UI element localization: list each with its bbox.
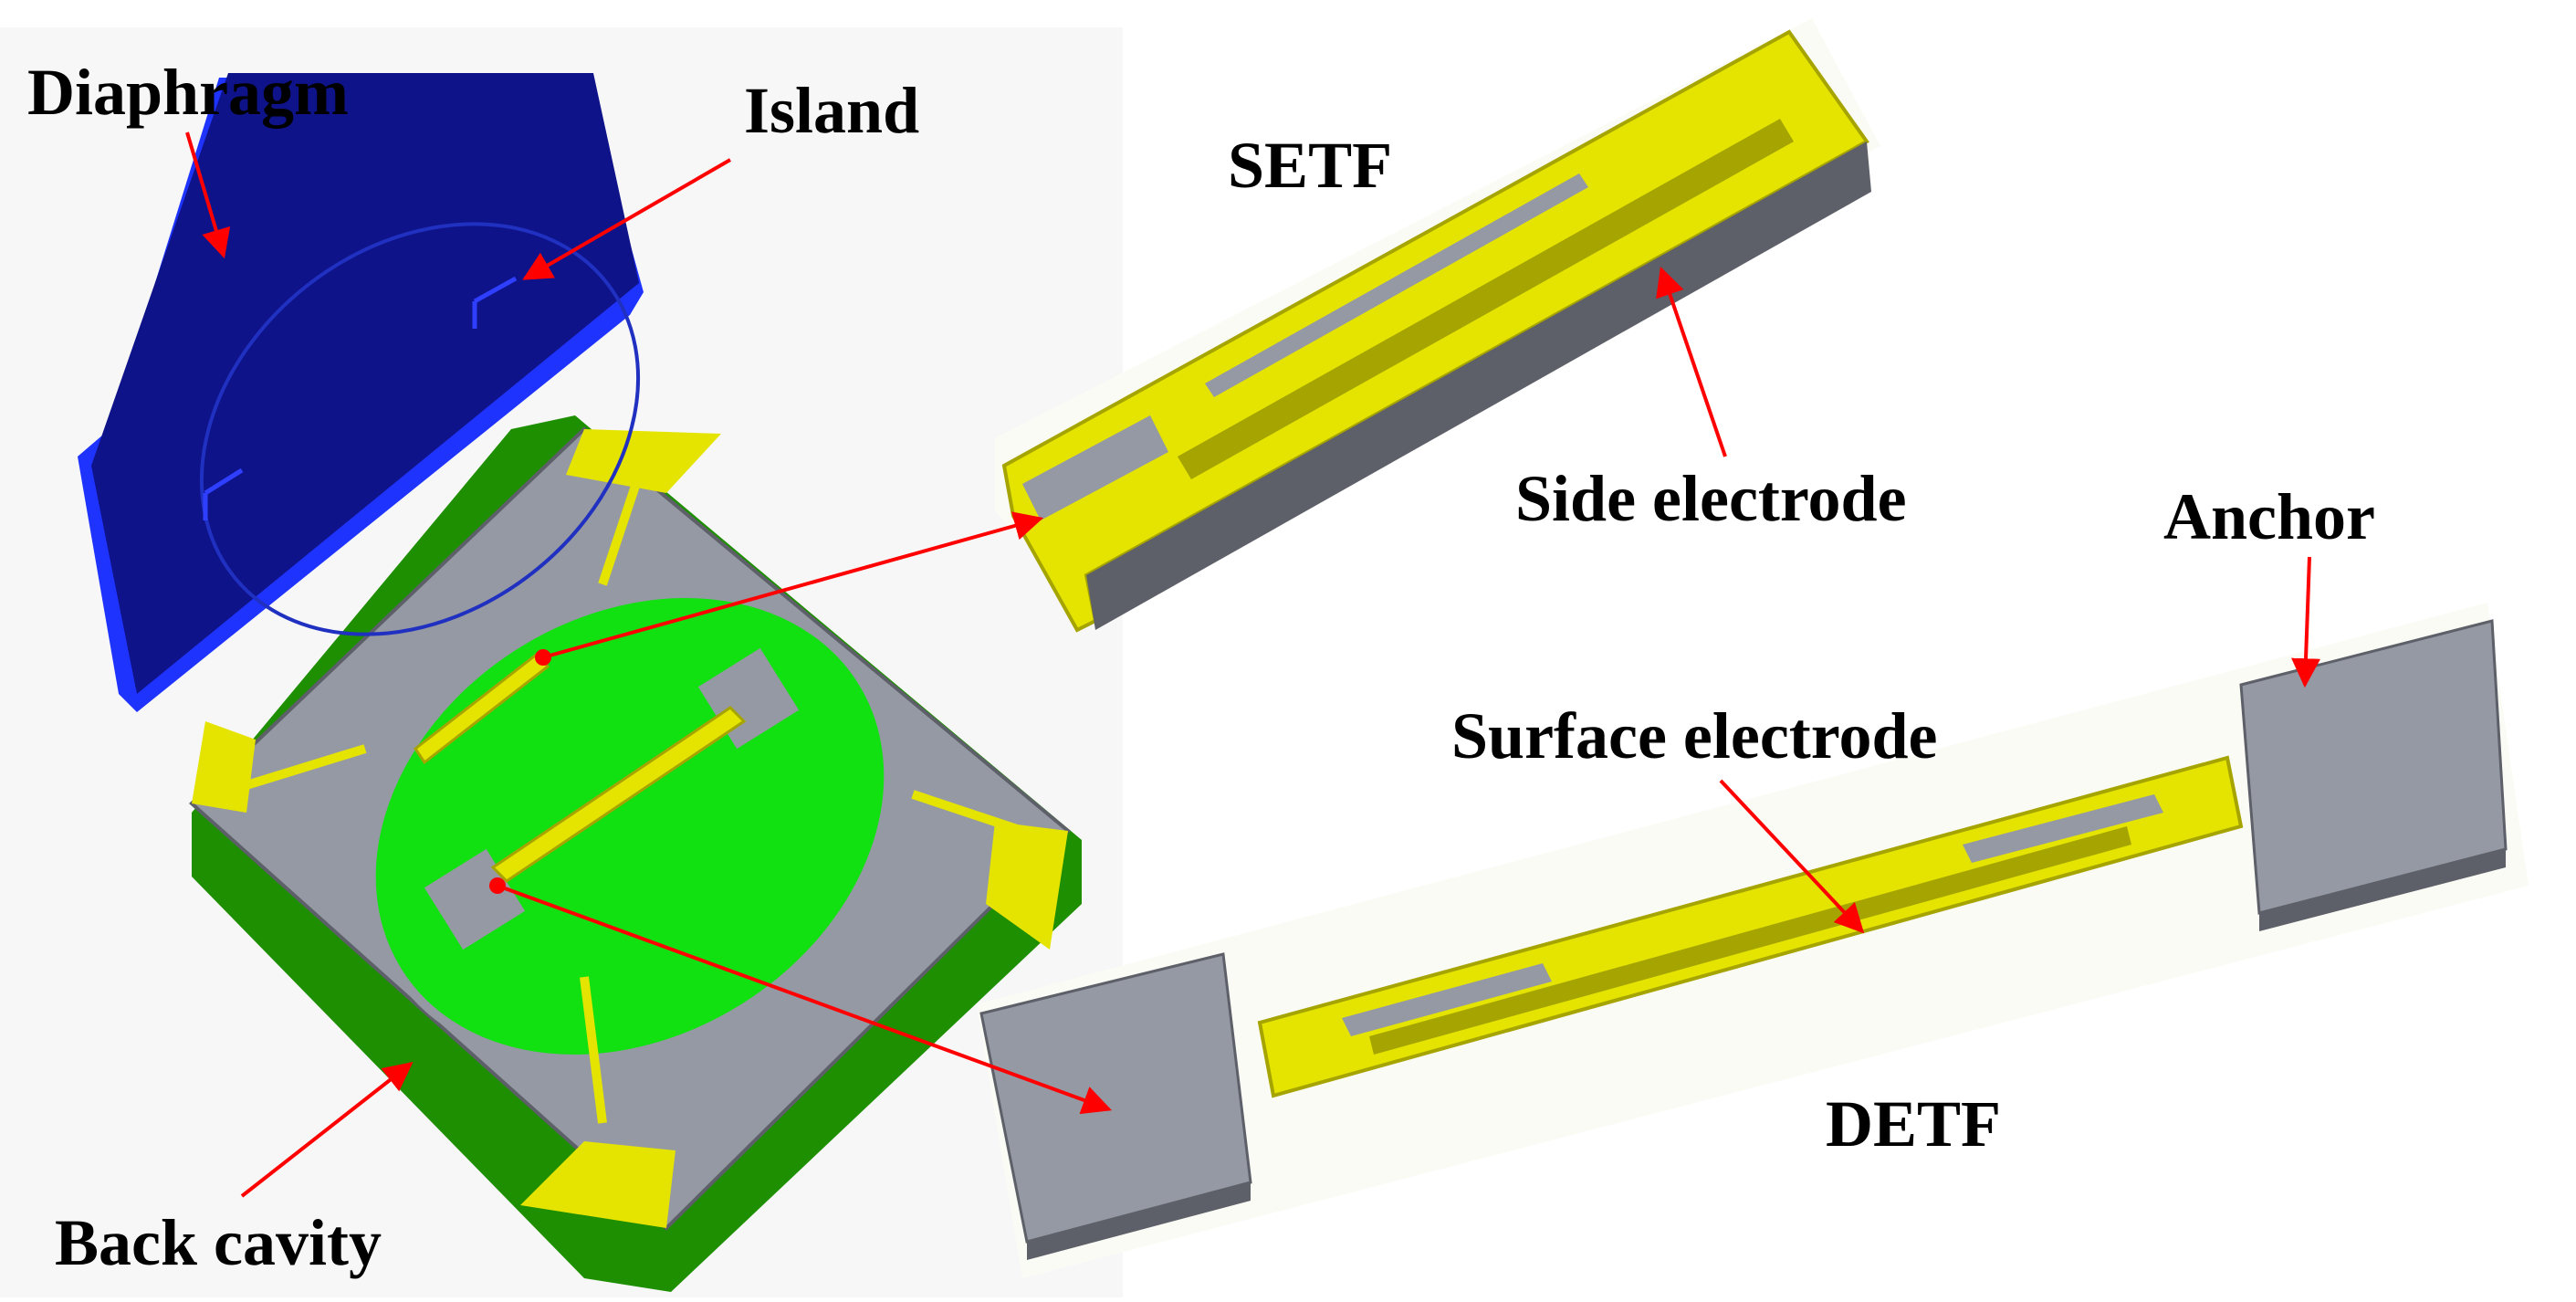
corner-pad-top [566, 429, 721, 493]
label-detf: DETF [1826, 1087, 2001, 1160]
diaphragm-ring [199, 222, 641, 636]
detf-link-dot [489, 877, 506, 894]
detf-structure [977, 603, 2529, 1278]
corner-pad-right [986, 822, 1068, 950]
arrow-back-cavity [240, 1062, 414, 1198]
label-surface-electrode: Surface electrode [1451, 699, 1937, 772]
sensor-frame [189, 415, 1082, 1292]
detf-electrode-left [1342, 963, 1552, 1036]
corner-pad-left [192, 721, 256, 813]
detf-electrode-right [1963, 794, 2163, 863]
setf-miniature [413, 650, 550, 765]
arrow-anchor [2291, 556, 2321, 688]
label-island: Island [744, 74, 919, 147]
arrow-side-electrode [1656, 266, 1727, 457]
arrow-island [522, 158, 732, 280]
arrow-surface-electrode [1719, 779, 1865, 934]
label-back-cavity: Back cavity [55, 1206, 382, 1279]
frame-traces [245, 473, 1024, 1124]
detf-gap [1369, 826, 2131, 1055]
detf-miniature [490, 706, 747, 883]
setf-link-dot [535, 649, 551, 666]
setf-anchor-gray [1022, 415, 1168, 520]
corner-pad-bottom [520, 1141, 675, 1228]
island-marker-bottom [203, 467, 244, 520]
arrow-setf-link [542, 511, 1044, 659]
detf-anchor-left-side [1027, 1182, 1251, 1260]
setf-side-face [1086, 142, 1871, 630]
detf-anchor-right-side [2259, 849, 2506, 931]
annotation-arrows [185, 131, 2321, 1198]
label-side-electrode: Side electrode [1515, 462, 1907, 535]
label-diaphragm: Diaphragm [27, 56, 349, 129]
setf-electrode-strip [1205, 173, 1588, 397]
label-anchor: Anchor [2163, 480, 2375, 553]
arrow-detf-link [497, 884, 1113, 1115]
setf-structure [995, 18, 1880, 633]
label-setf: SETF [1228, 129, 1392, 202]
island-marker-top [472, 276, 518, 329]
arrow-diaphragm [185, 131, 231, 259]
setf-slot [1178, 119, 1794, 479]
